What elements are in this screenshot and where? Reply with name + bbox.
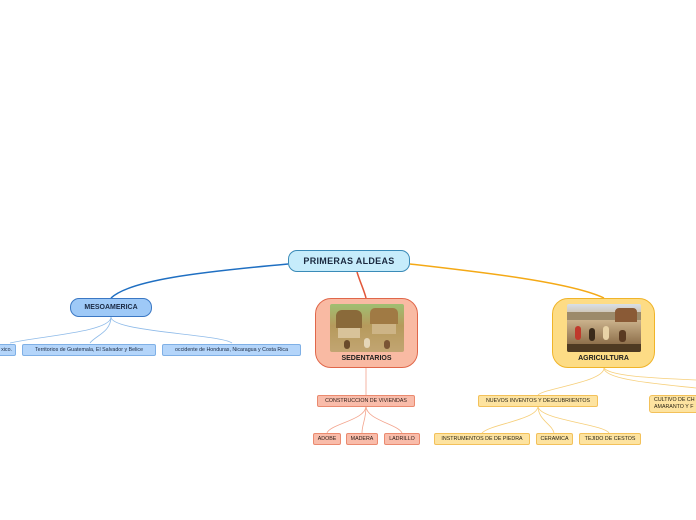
farming-scene-icon [566, 304, 641, 352]
node-instrumentos-piedra[interactable]: INSTRUMENTOS DE DE PIEDRA [434, 433, 530, 445]
node-meso-child-1[interactable]: xico. [0, 344, 16, 356]
link-agr-ceramica [537, 405, 555, 434]
node-meso-child-2[interactable]: Territorios de Guatemala, El Salvador y … [22, 344, 156, 356]
link-agr-cultivo [603, 367, 696, 389]
link-agr-cultivo-2 [603, 367, 696, 381]
ladrillo-label: LADRILLO [389, 436, 415, 442]
ceramica-label: CERAMICA [540, 436, 569, 442]
link-agr-child [537, 367, 605, 396]
node-adobe[interactable]: ADOBE [313, 433, 341, 445]
node-tejido-cestos[interactable]: TEJIDO DE CESTOS [579, 433, 641, 445]
meso-child-2-label: Territorios de Guatemala, El Salvador y … [34, 347, 144, 353]
node-mesoamerica[interactable]: MESOAMERICA [70, 298, 152, 317]
instrumentos-label: INSTRUMENTOS DE DE PIEDRA [441, 436, 523, 442]
node-ladrillo[interactable]: LADRILLO [384, 433, 420, 445]
link-root-sedentarios [356, 271, 367, 299]
cultivo-line-1: CULTIVO DE CH [654, 397, 695, 403]
link-agr-tejido [537, 405, 610, 434]
village-scene-icon [329, 304, 404, 352]
construccion-label: CONSTRUCCION DE VIVIENDAS [325, 398, 407, 404]
node-sedentarios[interactable]: SEDENTARIOS [315, 298, 418, 368]
cultivo-line-2: AMARANTO Y F [654, 404, 694, 410]
node-cultivo[interactable]: CULTIVO DE CH AMARANTO Y F [649, 395, 696, 413]
link-sed-ladrillo [365, 405, 403, 434]
madera-label: MADERA [350, 436, 374, 442]
link-meso-child-1 [9, 316, 112, 344]
node-agricultura[interactable]: AGRICULTURA [552, 298, 655, 368]
link-root-mesoamerica [110, 263, 289, 299]
tejido-label: TEJIDO DE CESTOS [584, 436, 636, 442]
adobe-label: ADOBE [317, 436, 337, 442]
node-meso-child-3[interactable]: occidente de Honduras, Nicaragua y Costa… [162, 344, 301, 356]
meso-child-3-label: occidente de Honduras, Nicaragua y Costa… [174, 347, 289, 353]
root-node-primeras-aldeas[interactable]: PRIMERAS ALDEAS [288, 250, 410, 272]
mesoamerica-label: MESOAMERICA [84, 304, 138, 311]
link-root-agricultura [409, 263, 605, 299]
node-ceramica[interactable]: CERAMICA [536, 433, 573, 445]
link-meso-child-3 [110, 316, 233, 344]
node-construccion-viviendas[interactable]: CONSTRUCCION DE VIVIENDAS [317, 395, 415, 407]
node-madera[interactable]: MADERA [346, 433, 378, 445]
meso-child-1-label: xico. [1, 347, 12, 353]
link-sed-madera [361, 405, 367, 434]
node-nuevos-inventos[interactable]: NUEVOS INVENTOS Y DESCUBRIIENTOS [478, 395, 598, 407]
root-label: PRIMERAS ALDEAS [303, 256, 395, 266]
link-agr-instrumentos [481, 405, 539, 434]
nuevos-inventos-label: NUEVOS INVENTOS Y DESCUBRIIENTOS [485, 398, 591, 404]
sedentarios-label: SEDENTARIOS [341, 355, 392, 362]
agricultura-label: AGRICULTURA [578, 355, 629, 362]
link-sed-adobe [326, 405, 367, 434]
link-meso-child-2 [89, 316, 112, 344]
